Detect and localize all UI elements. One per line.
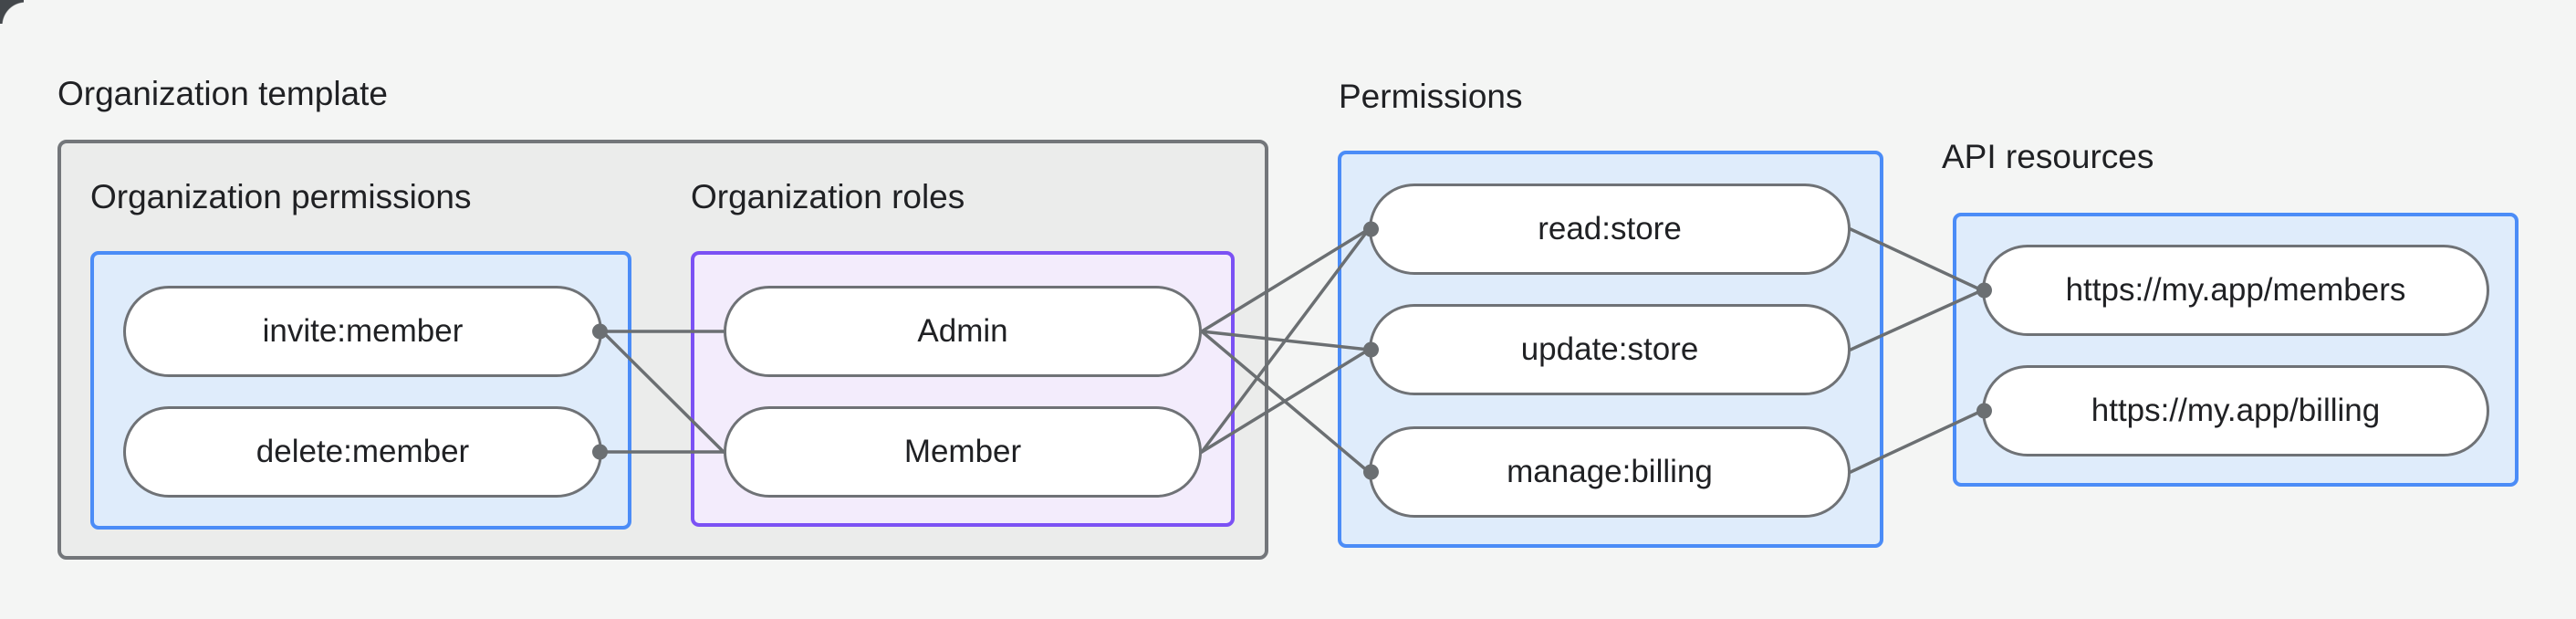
connector-dot — [1976, 282, 1992, 299]
org-permissions-title: Organization permissions — [90, 178, 472, 215]
node-read-store: read:store — [1363, 184, 1851, 275]
org-roles-title: Organization roles — [691, 178, 965, 215]
node-label: delete:member — [256, 434, 470, 469]
node-admin: Admin — [724, 286, 1202, 377]
node-member: Member — [724, 406, 1202, 498]
node-label: invite:member — [262, 313, 464, 349]
node-label: Admin — [917, 313, 1008, 349]
connector-dot — [592, 444, 608, 460]
api-resources-title: API resources — [1942, 138, 2154, 175]
node-invite-member: invite:member — [123, 286, 608, 377]
connector-dot — [592, 323, 608, 340]
window-corner-artifact — [0, 0, 24, 24]
permissions-title: Permissions — [1339, 78, 1523, 115]
node-label: manage:billing — [1507, 454, 1713, 489]
connector-dot — [1363, 221, 1379, 237]
node-api-members: https://my.app/members — [1976, 245, 2489, 336]
node-label: Member — [903, 434, 1022, 469]
connector-dot — [1363, 464, 1379, 480]
node-label: https://my.app/billing — [2091, 393, 2381, 428]
connector-dot — [1363, 341, 1379, 358]
org-template-label: Organization template — [57, 75, 388, 112]
node-api-billing: https://my.app/billing — [1976, 365, 2489, 456]
node-label: update:store — [1520, 331, 1699, 367]
node-label: https://my.app/members — [2065, 272, 2406, 308]
node-manage-billing: manage:billing — [1363, 426, 1851, 518]
node-label: read:store — [1538, 211, 1682, 247]
node-update-store: update:store — [1363, 304, 1851, 395]
connector-dot — [1976, 403, 1992, 419]
node-delete-member: delete:member — [123, 406, 608, 498]
